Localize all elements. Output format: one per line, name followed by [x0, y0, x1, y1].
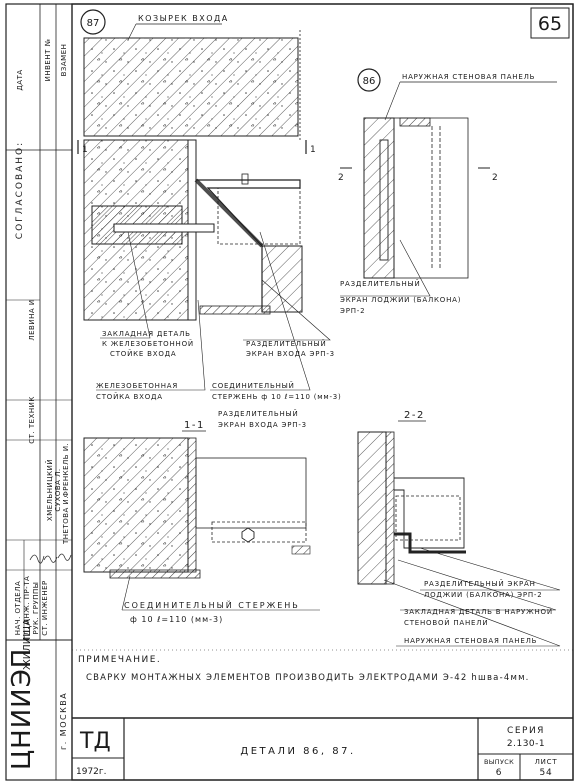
page-number: 65	[538, 13, 562, 35]
svg-text:2: 2	[338, 173, 345, 183]
sig-role-2: ГЛ. ИНЖ. ПР-ТА	[23, 576, 31, 641]
embed-label-2: К ЖЕЛЕЗОБЕТОННОЙ	[102, 339, 194, 348]
detail-86-marker: 86	[363, 76, 376, 87]
column-label-1: ЖЕЛЕЗОБЕТОННАЯ	[96, 382, 178, 390]
screen-label-1: РАЗДЕЛИТЕЛЬНЫЙ	[246, 339, 327, 348]
loggia-screen-label-2: ЭКРАН ЛОДЖИИ (БАЛКОНА)	[340, 296, 461, 304]
sig-role-3: РУК. ГРУППЫ	[32, 582, 40, 635]
section-2-2-title: 2-2	[404, 410, 425, 421]
column-label-2: СТОЙКА ВХОДА	[96, 392, 163, 401]
screen-label-2: ЭКРАН ВХОДА ЭРП-3	[246, 350, 335, 358]
signature-block: НАЧ. ОТДЕЛА ГЛ. ИНЖ. ПР-ТА РУК. ГРУППЫ С…	[14, 443, 72, 641]
svg-text:2: 2	[492, 173, 499, 183]
sidebar-col-inventory: ИНВЕНТ №	[44, 39, 52, 82]
section-2-2-label-5: НАРУЖНАЯ СТЕНОВАЯ ПАНЕЛЬ	[404, 637, 537, 645]
section-1-1: 1-1 СОЕДИНИТЕЛЬНЫЙ СТЕРЖЕНЬ ф 10 ℓ=110 (…	[83, 420, 320, 624]
note-heading: ПРИМЕЧАНИЕ.	[78, 655, 161, 665]
screen2-label-1: РАЗДЕЛИТЕЛЬНЫЙ	[218, 409, 299, 418]
sig-name-1: ХМЕЛЬНИЦКИЙ	[45, 459, 54, 521]
sig-name-4: ТНЕТОВА И.	[62, 496, 70, 545]
city: г. МОСКВА	[59, 692, 68, 750]
sidebar-col-date: ДАТА	[16, 69, 24, 90]
title-block: ТД 1972г. ДЕТАЛИ 86, 87. СЕРИЯ 2.130-1 В…	[72, 717, 573, 780]
detail-86: 86 НАРУЖНАЯ СТЕНОВАЯ ПАНЕЛЬ 2 2 РАЗДЕЛИТ…	[338, 68, 557, 315]
sig-name-3: ФРЕНКЕЛЬ И.	[62, 443, 70, 498]
loggia-screen-label-3: ЭРП-2	[340, 307, 365, 315]
issue-value: 6	[496, 768, 503, 778]
series-value: 2.130-1	[507, 739, 545, 749]
detail-87: 87 КОЗЫРЕК ВХОДА 1 1 ЗАКЛАДНАЯ	[77, 9, 342, 429]
embed-label-1: ЗАКЛАДНАЯ ДЕТАЛЬ	[102, 330, 191, 338]
canopy-label: КОЗЫРЕК ВХОДА	[138, 14, 229, 23]
org-name: ЦНИИЭП	[7, 648, 37, 770]
sig-role-1: НАЧ. ОТДЕЛА	[14, 581, 22, 636]
drawing-title: ДЕТАЛИ 86, 87.	[240, 746, 355, 757]
section-2-2: 2-2 РАЗДЕЛИТЕЛЬНЫЙ ЭКРАН ЛОДЖИИ (БАЛКОНА…	[357, 410, 561, 647]
stamp-td: ТД	[79, 729, 111, 754]
org-sub: ЖИЛИЩА	[22, 619, 33, 670]
section-2-2-label-4: СТЕНОВОЙ ПАНЕЛИ	[404, 618, 488, 627]
sidebar-agreed: СОГЛАСОВАНО:	[15, 141, 25, 239]
sheet-value: 54	[539, 768, 552, 778]
inner-frame	[71, 3, 574, 781]
section-2-2-label-1: РАЗДЕЛИТЕЛЬНЫЙ ЭКРАН	[424, 579, 536, 588]
section-1-1-rod-spec: ф 10 ℓ=110 (мм-3)	[130, 615, 223, 624]
section-2-2-label-3: ЗАКЛАДНАЯ ДЕТАЛЬ В НАРУЖНОЙ	[404, 607, 553, 616]
year: 1972г.	[76, 767, 107, 777]
loggia-screen-label-1: РАЗДЕЛИТЕЛЬНЫЙ	[340, 279, 421, 288]
sig-name-2: СУХОВА Л.	[54, 468, 62, 511]
section-1-1-rod-label: СОЕДИНИТЕЛЬНЫЙ СТЕРЖЕНЬ	[124, 599, 300, 610]
sig-role-4: СТ. ИНЖЕНЕР	[41, 580, 49, 635]
issue-label: ВЫПУСК	[484, 758, 514, 766]
note-text: СВАРКУ МОНТАЖНЫХ ЭЛЕМЕНТОВ ПРОИЗВОДИТЬ Э…	[86, 673, 530, 683]
rod-label-2: СТЕРЖЕНЬ ф 10 ℓ=110 (мм-3)	[212, 393, 342, 401]
sidebar-col-replaces: ВЗАМЕН	[60, 44, 68, 77]
section-2-2-label-2: ЛОДЖИИ (БАЛКОНА) ЭРП-2	[424, 591, 543, 599]
section-1-1-title: 1-1	[184, 420, 205, 431]
sidebar-technician-role: СТ. ТЕХНИК	[28, 396, 36, 444]
sheet-label: ЛИСТ	[535, 758, 558, 766]
rod-label-1: СОЕДИНИТЕЛЬНЫЙ	[212, 381, 295, 390]
series-label: СЕРИЯ	[507, 726, 545, 736]
screen2-label-2: ЭКРАН ВХОДА ЭРП-3	[218, 421, 307, 429]
detail-87-marker: 87	[87, 18, 100, 29]
svg-text:1: 1	[310, 145, 317, 155]
wall-panel-label: НАРУЖНАЯ СТЕНОВАЯ ПАНЕЛЬ	[402, 73, 535, 81]
sidebar-person-levina: ЛЕВИНА И	[28, 299, 36, 340]
embed-label-3: СТОЙКЕ ВХОДА	[110, 349, 177, 358]
